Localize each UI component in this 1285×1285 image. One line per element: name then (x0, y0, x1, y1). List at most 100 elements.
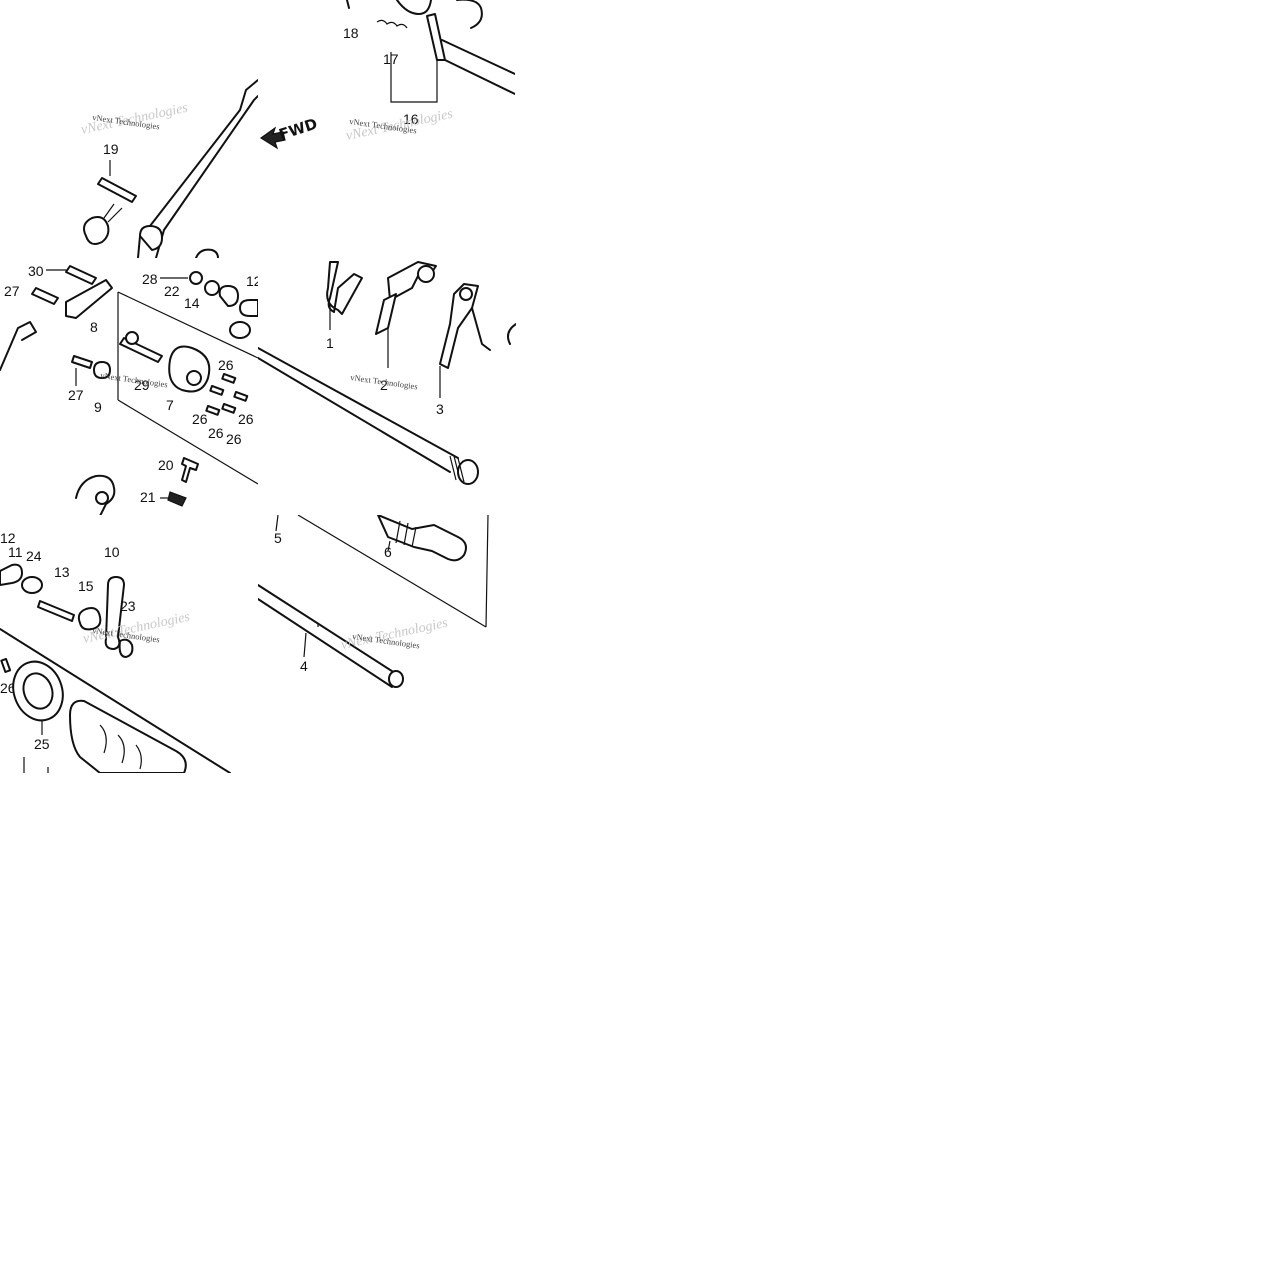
tile-shift-pedal: 19 vNext Technologies vNext Technologies (0, 0, 258, 258)
callout-3: 3 (436, 401, 444, 417)
spring-pedal-ends (103, 203, 123, 223)
callout-19: 19 (103, 141, 119, 157)
shift-pedal-boss (139, 225, 163, 251)
nut-28 (189, 271, 203, 285)
arrow-fwd-icon (259, 126, 286, 150)
leader-4 (303, 632, 307, 658)
group-frame-right (485, 515, 489, 628)
spring-15 (77, 607, 102, 631)
shift-drum-body (69, 699, 187, 773)
group-frame-shaft (297, 515, 487, 628)
washer-24 (21, 576, 43, 594)
collar-12-lower (0, 563, 23, 586)
shift-fork-2-boss (417, 265, 435, 283)
bolt-29-head (125, 331, 139, 345)
shift-fork-2-arm (375, 293, 397, 335)
shift-fork-1 (326, 261, 363, 315)
group-frame-top (117, 291, 258, 359)
shift-pedal-arm (137, 79, 258, 258)
leader-18 (346, 0, 350, 9)
tile-shift-drum: 5 6 4 vNext Technologies vNext Technolog… (258, 515, 516, 773)
pin-26-b (209, 385, 225, 396)
leader-16-bracket (390, 52, 438, 103)
callout-26-d: 26 (226, 431, 242, 447)
callout-7: 7 (166, 397, 174, 413)
callout-26-b: 26 (192, 411, 208, 427)
shift-forks-drawing: 1 2 3 vNext Technologies (258, 261, 516, 485)
callout-10: 10 (104, 544, 120, 560)
shift-drum-grooves (395, 520, 417, 548)
callout-4: 4 (300, 658, 308, 674)
callout-21: 21 (140, 489, 156, 505)
pin-26-e (233, 391, 249, 402)
spring-14 (218, 285, 239, 307)
washer-9 (93, 361, 111, 379)
shift-pedal-spindle (195, 248, 219, 258)
callout-26-c: 26 (208, 425, 224, 441)
spring-pedal-return (83, 216, 110, 245)
fork-shaft-4-lower (258, 598, 393, 688)
washer-22 (204, 280, 220, 296)
tile-drum-stopper: 30 27 8 28 22 14 12 29 7 (0, 258, 258, 516)
washer-12 (229, 321, 251, 339)
shift-fork-3-claw (471, 307, 491, 351)
part-edge-right (507, 323, 516, 345)
shift-drum-6 (377, 515, 467, 562)
callout-30: 30 (28, 263, 44, 279)
drum-stopper-drawing: 30 27 8 28 22 14 12 29 7 (0, 263, 258, 516)
callout-2: 2 (380, 377, 388, 393)
spring-17 (376, 19, 408, 29)
group-frame-bottom (117, 399, 258, 485)
clip-21 (167, 491, 187, 507)
fork-shaft-upper-edge (258, 347, 459, 459)
pin-26-c (205, 405, 221, 416)
fork-shaft-4-upper (258, 584, 399, 676)
callout-12-lower: 12 (0, 530, 16, 546)
tile-shift-forks: 1 2 3 vNext Technologies (258, 258, 516, 516)
callout-26-e: 26 (238, 411, 254, 427)
bolt-27-lower (71, 355, 93, 369)
callout-15: 15 (78, 578, 94, 594)
callout-28: 28 (142, 271, 158, 287)
leader-5 (275, 515, 279, 532)
group-frame-lower-ticks (23, 757, 49, 773)
drum-center-hole (186, 370, 202, 386)
fwd-label: FWD (277, 115, 320, 144)
pin-26-d (221, 403, 237, 414)
callout-9: 9 (94, 399, 102, 415)
collar-12 (239, 299, 258, 317)
callout-23: 23 (120, 598, 136, 614)
shift-drum-cam-grooves (99, 724, 142, 770)
callout-14: 14 (184, 295, 200, 311)
fork-shaft-lower-edge (258, 357, 451, 473)
callout-25: 25 (34, 736, 50, 752)
callout-27-upper: 27 (4, 283, 20, 299)
callout-20: 20 (158, 457, 174, 473)
fork-16-claw (456, 0, 483, 29)
shift-arm-partial (0, 321, 37, 371)
callout-24: 24 (26, 548, 42, 564)
shift-pedal-drawing: 19 vNext Technologies vNext Technologies (80, 79, 258, 258)
callout-29: 29 (134, 377, 150, 393)
tile-fork-shaft-top: 18 17 16 vNext Technologies vNext Techno… (257, 0, 515, 258)
collar-23 (118, 638, 134, 658)
bolt-19 (97, 177, 137, 203)
drum-center-7 (168, 345, 211, 393)
callout-12-upper: 12 (246, 273, 258, 289)
pin-26-f (0, 658, 12, 673)
shift-arm-lower-partial (75, 474, 116, 516)
callout-27-lower: 27 (68, 387, 84, 403)
callout-13: 13 (54, 564, 70, 580)
pin-20 (181, 457, 199, 483)
pin-26-a (221, 373, 237, 384)
bearing-25-inner (22, 672, 54, 710)
callout-8: 8 (90, 319, 98, 335)
callout-11: 11 (8, 544, 23, 560)
shift-arm-hole (95, 491, 109, 505)
shift-shaft-lower (444, 59, 515, 95)
bolt-30 (65, 265, 97, 285)
tile-drum-bearing: 12 11 24 13 15 10 23 vNext Technologies … (0, 515, 258, 773)
shift-pedal-arm-inner (155, 95, 258, 258)
callout-18: 18 (343, 25, 359, 41)
